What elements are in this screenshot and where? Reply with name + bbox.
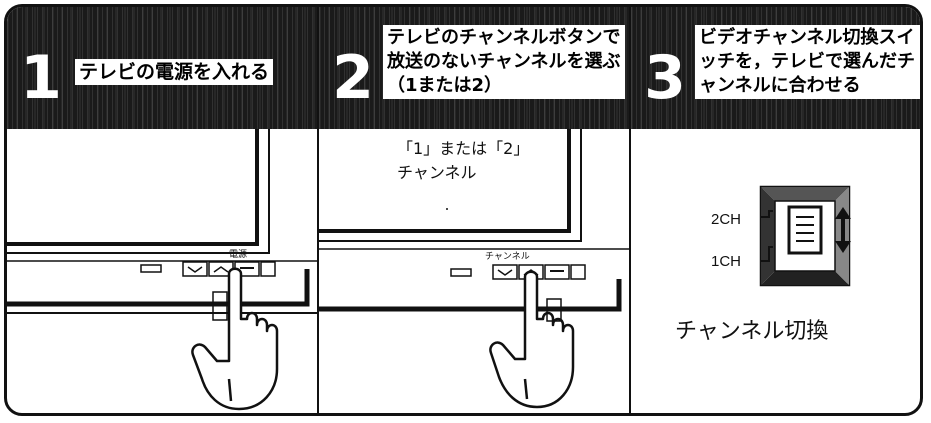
tv-power-illustration (7, 129, 319, 411)
pointing-hand-icon (191, 267, 279, 411)
step-2-header: 2 テレビのチャンネルボタンで放送のないチャンネルを選ぶ（1または2） (319, 7, 629, 129)
step-3-header: 3 ビデオチャンネル切換スイッチを，テレビで選んだチャンネルに合わせる (631, 7, 920, 129)
pointing-hand-icon (489, 270, 575, 409)
channel-note-line2: チャンネル (397, 163, 477, 182)
step-3-panel: 3 ビデオチャンネル切換スイッチを，テレビで選んだチャンネルに合わせる (631, 7, 920, 413)
channel-note-line1: 「1」または「2」 (397, 139, 530, 158)
channel-switch-illustration (759, 185, 851, 287)
chevron-up-icon (213, 266, 229, 273)
step-1-panel: 1 テレビの電源を入れる (7, 7, 319, 413)
instruction-frame: 1 テレビの電源を入れる (4, 4, 923, 416)
step-1-header: 1 テレビの電源を入れる (7, 7, 317, 129)
switch-2ch-label: 2CH (711, 211, 742, 228)
step-2-illustration: 「1」または「2」 チャンネル チャンネル (319, 129, 631, 413)
step-2-panel: 2 テレビのチャンネルボタンで放送のないチャンネルを選ぶ（1または2） (319, 7, 631, 413)
tv-base-outline (7, 269, 310, 307)
step-1-instruction: テレビの電源を入れる (75, 59, 274, 85)
step-3-illustration: 2CH 1CH チャンネル切換 (631, 129, 920, 413)
step-1-illustration: 電源 (7, 129, 319, 413)
power-button-label: 電源 (229, 250, 248, 260)
channel-button-label: チャンネル (485, 252, 530, 262)
chevron-down-icon (497, 269, 513, 276)
chevron-down-icon (187, 266, 203, 273)
channel-note: 「1」または「2」 チャンネル (397, 137, 529, 185)
tv-button (140, 264, 162, 273)
channel-down-button (182, 261, 208, 277)
channel-down-button (492, 264, 518, 280)
tv-channel-illustration (319, 129, 631, 409)
switch-knob (787, 205, 823, 255)
switch-name-label: チャンネル切換 (675, 319, 829, 344)
step-2-number: 2 (332, 43, 374, 113)
tv-screen-frame (7, 129, 259, 246)
step-2-instruction: テレビのチャンネルボタンで放送のないチャンネルを選ぶ（1または2） (383, 25, 625, 99)
tv-screen-bezel (7, 129, 270, 254)
step-3-instruction: ビデオチャンネル切換スイッチを，テレビで選んだチャンネルに合わせる (695, 25, 920, 99)
switch-1ch-label: 1CH (711, 253, 742, 270)
step-1-number: 1 (20, 43, 62, 113)
step-3-number: 3 (644, 43, 686, 113)
